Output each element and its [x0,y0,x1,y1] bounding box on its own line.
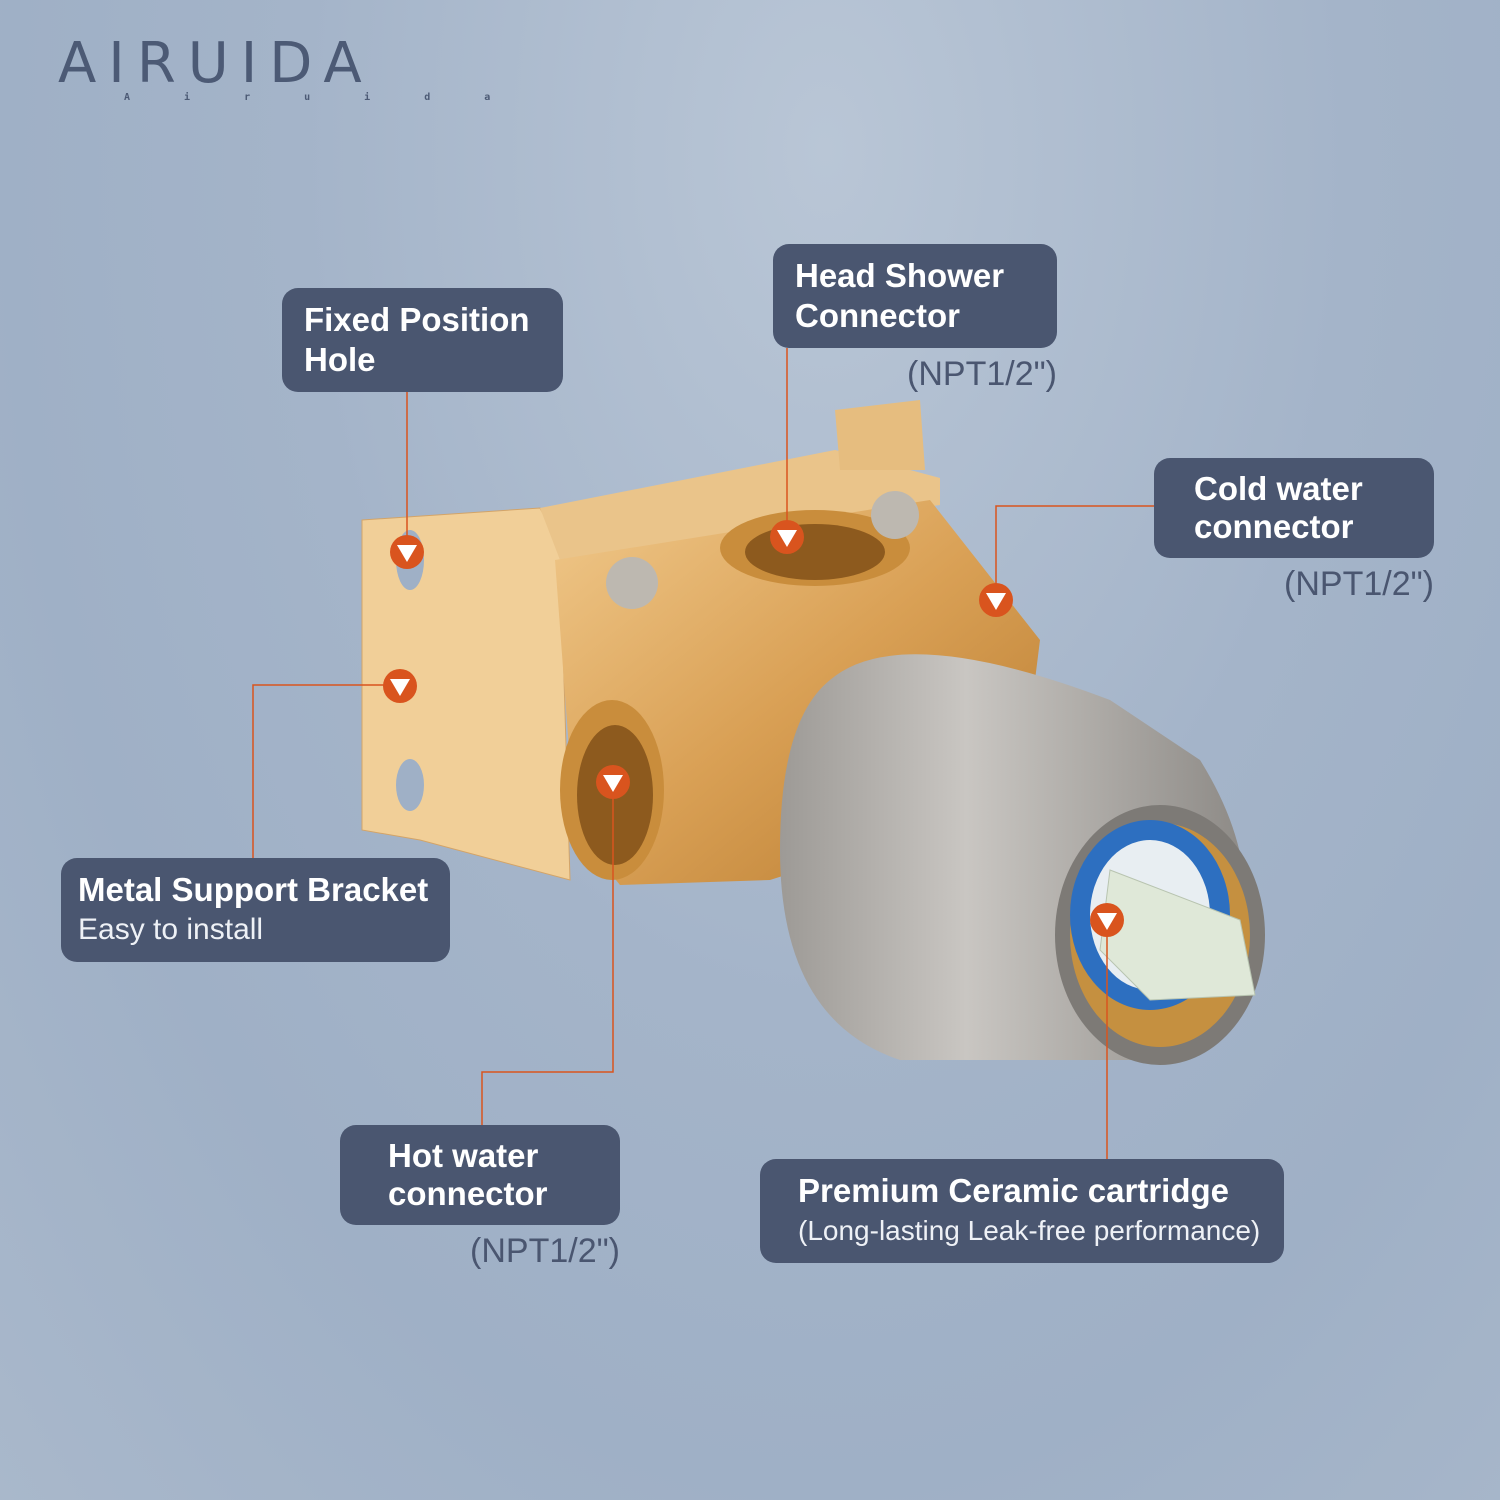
brand-name: AIRUIDA [58,31,374,96]
steel-sleeve [780,654,1265,1065]
callout-group: Head Shower Connector (NPT1/2") [773,244,1057,394]
callout-group: Premium Ceramic cartridge (Long-lasting … [760,1159,1285,1263]
callout-head-shower-connector: Head Shower Connector [773,244,1057,348]
marker-icon [770,520,804,554]
callout-title: Metal Support Bracket [78,871,429,908]
brand-logo: AIRUIDA A i r u i d a [58,31,515,104]
marker-icon [979,583,1013,617]
callout-note: (NPT1/2") [1284,565,1434,603]
brand-tagline: A i r u i d a [124,92,515,103]
callout-title: Fixed Position Hole [304,301,530,378]
leader-lines [252,348,1154,1159]
callout-group: Fixed Position Hole [282,288,563,392]
callout-metal-support-bracket: Metal Support Bracket Easy to install [61,858,451,962]
bracket [361,400,940,881]
callout-cold-water-connector: Cold water connector [1154,458,1434,558]
callout-group: Metal Support Bracket Easy to install [61,858,451,962]
marker-icon [390,535,424,569]
callout-note: (NPT1/2") [907,355,1057,393]
callout-group: Cold water connector (NPT1/2") [1154,458,1434,604]
callout-title: Hot water connector [388,1137,548,1212]
callout-note: (NPT1/2") [470,1232,620,1270]
callout-title: Cold water connector [1194,470,1363,545]
callout-hot-water-connector: Hot water connector [340,1125,620,1225]
callout-group: Hot water connector (NPT1/2") [340,1125,620,1271]
callout-fixed-position-hole: Fixed Position Hole [282,288,563,392]
markers [383,520,1124,937]
callout-premium-ceramic-cartridge: Premium Ceramic cartridge (Long-lasting … [760,1159,1285,1263]
marker-icon [1090,903,1124,937]
marker-icon [596,765,630,799]
callout-title: Premium Ceramic cartridge [798,1172,1230,1209]
marker-icon [383,669,417,703]
callout-title: Head Shower Connector [795,257,1005,334]
callout-subtitle: Easy to install [78,913,264,946]
callout-subtitle: (Long-lasting Leak-free performance) [798,1215,1261,1246]
